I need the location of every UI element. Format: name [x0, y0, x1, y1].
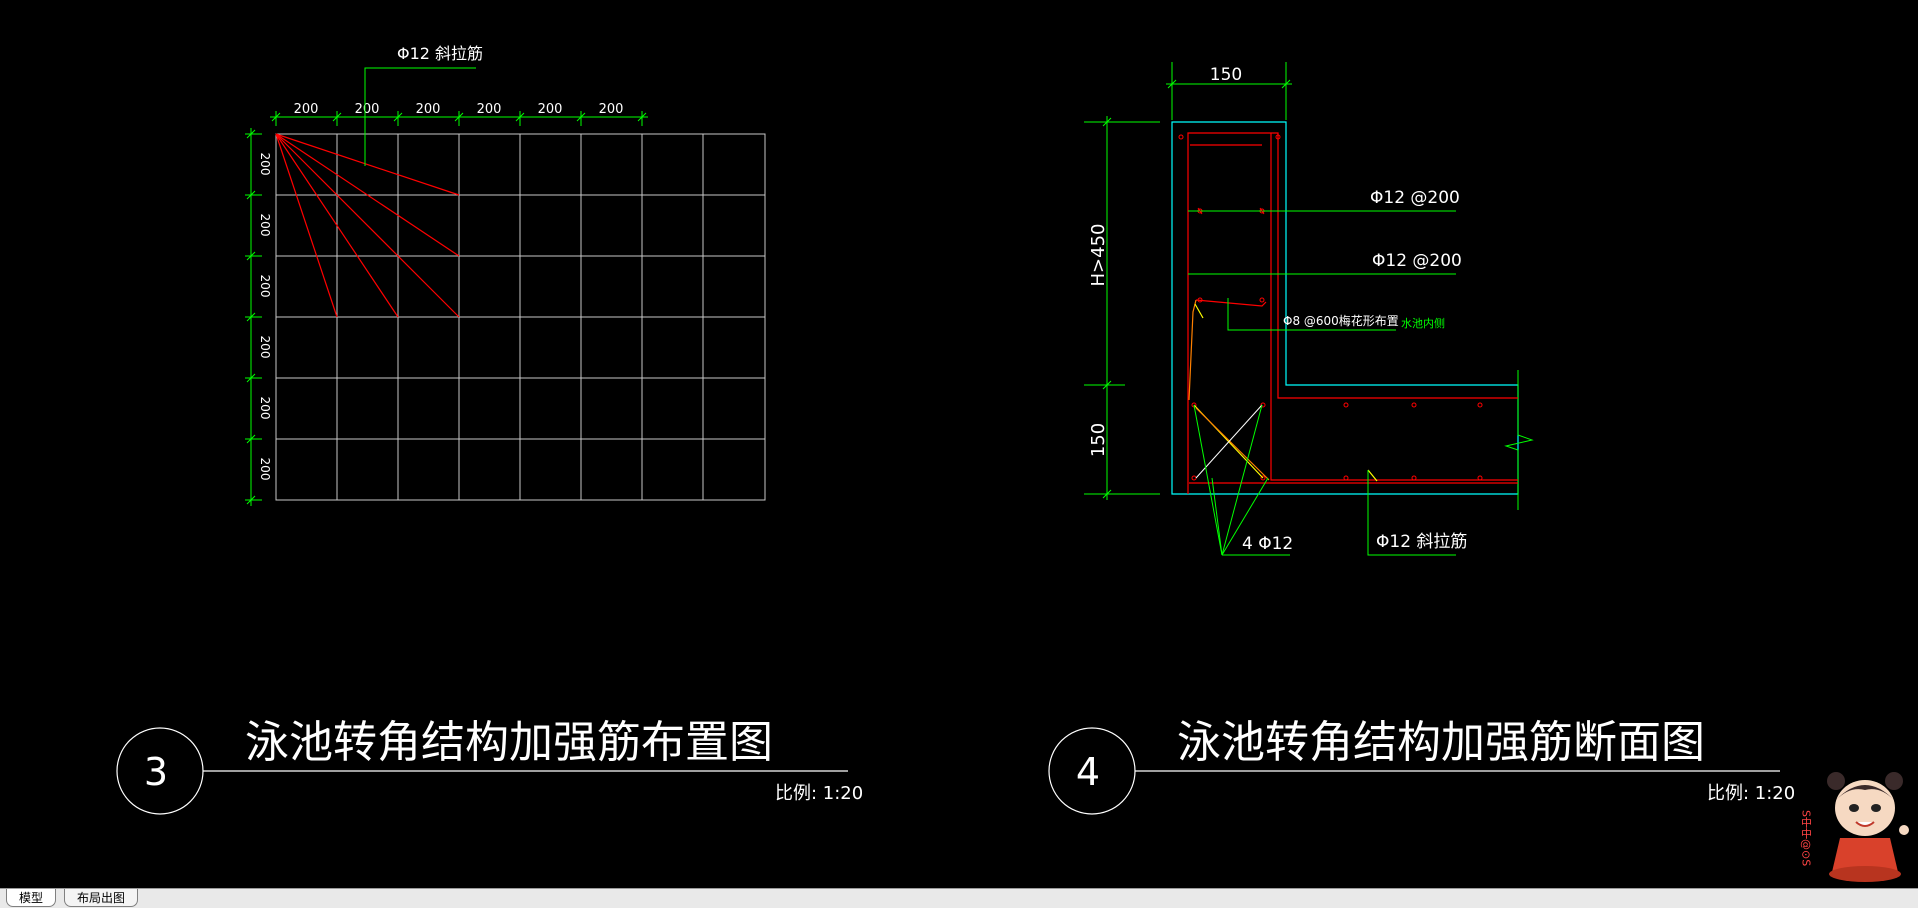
- top-dim-text: 200: [355, 102, 380, 117]
- tab-model[interactable]: 模型: [6, 889, 57, 907]
- layout-tab-bar: 模型 布局出图: [0, 888, 1918, 908]
- cad-drawing-canvas[interactable]: 200 200 200 200 200 200 200: [0, 0, 1918, 888]
- top-dim-text: 200: [416, 102, 441, 117]
- left-view: 200 200 200 200 200 200 200: [116, 44, 863, 815]
- rebar-label-2: Φ12 @200: [1372, 251, 1462, 271]
- mascot-side-text: S中中@⊙S: [1800, 810, 1813, 866]
- tab-layout-output[interactable]: 布局出图: [64, 889, 139, 907]
- side-dimension-line: [1084, 116, 1160, 500]
- side-dim-text: 200: [258, 275, 272, 298]
- rebar-label-1: Φ12 @200: [1370, 188, 1460, 208]
- side-dim-text: 200: [258, 458, 272, 481]
- drawing-scale: 比例: 1:20: [775, 783, 863, 804]
- top-dim-text: 200: [599, 102, 624, 117]
- top-dim-text: 200: [477, 102, 502, 117]
- label-leaders: [1188, 210, 1456, 556]
- detail-number: 3: [144, 750, 168, 794]
- mascot-body: [1827, 772, 1909, 882]
- rebar-grid: [275, 133, 766, 501]
- title-block-4: 4 泳池转角结构加强筋断面图 比例: 1:20: [1048, 717, 1795, 815]
- top-dim-text: 200: [538, 102, 563, 117]
- detail-number: 4: [1076, 750, 1100, 794]
- leader-ticks: [1197, 207, 1265, 215]
- side-dimension-line: [245, 128, 262, 506]
- top-dimension-line: [270, 111, 648, 126]
- tie-bar-leader: [364, 67, 476, 166]
- side-dim-text: 200: [258, 397, 272, 420]
- side-dim-text: 200: [258, 336, 272, 359]
- top-dim-text: 200: [294, 102, 319, 117]
- concrete-outline: [1171, 121, 1519, 495]
- mascot-character-image: S中中@⊙S: [1800, 772, 1909, 882]
- rebar-dots: [1178, 134, 1483, 481]
- right-view: 150 H>450 150 Φ12 @200: [1048, 62, 1795, 815]
- top-dim-text: 150: [1210, 65, 1242, 85]
- rebar-label-3-note: 水池内侧: [1401, 316, 1445, 330]
- top-dimension-line: [1166, 62, 1292, 120]
- break-line: [1504, 370, 1534, 510]
- side-dim-text: 200: [258, 153, 272, 176]
- drawing-title: 泳池转角结构加强筋布置图: [245, 717, 773, 768]
- side-dim-lower: 150: [1088, 423, 1109, 457]
- tie-bar-label: Φ12 斜拉筋: [397, 44, 483, 63]
- rebar-label-3: Φ8 @600梅花形布置: [1283, 313, 1399, 328]
- drawing-scale: 比例: 1:20: [1707, 783, 1795, 804]
- corner-ties: [1188, 299, 1378, 482]
- side-dim-upper: H>450: [1088, 224, 1109, 287]
- diagonal-tie-bars: [275, 133, 460, 318]
- title-block-3: 3 泳池转角结构加强筋布置图 比例: 1:20: [116, 717, 863, 815]
- main-rebar: [1187, 132, 1518, 494]
- rebar-label-5: Φ12 斜拉筋: [1376, 532, 1467, 552]
- drawing-title: 泳池转角结构加强筋断面图: [1177, 717, 1705, 768]
- side-dim-text: 200: [258, 214, 272, 237]
- rebar-label-4: 4 Φ12: [1242, 534, 1293, 554]
